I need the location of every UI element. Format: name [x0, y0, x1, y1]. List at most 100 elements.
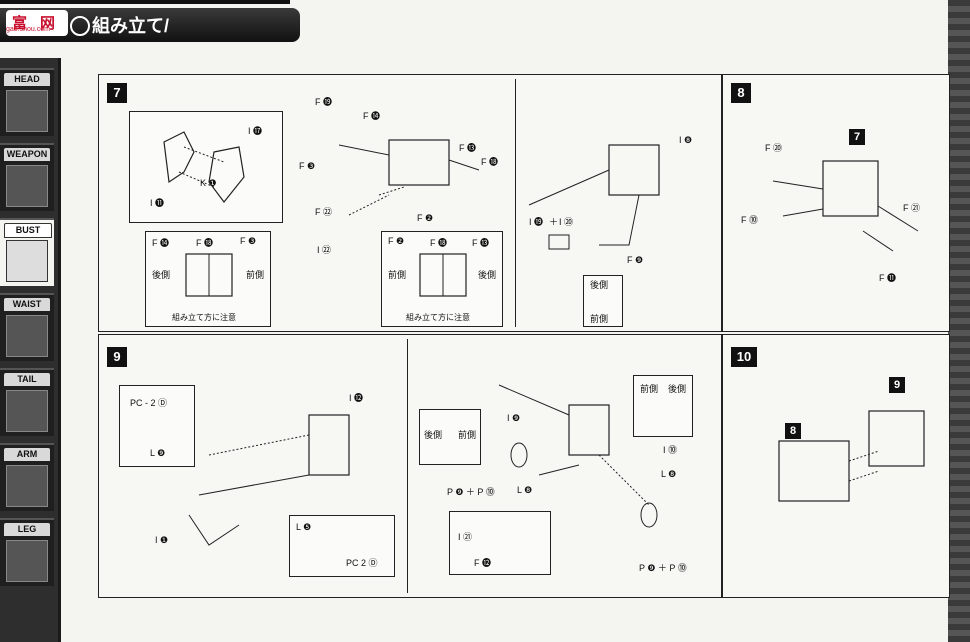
tab-weapon[interactable]: WEAPON [0, 143, 54, 211]
part-label: L ❺ [296, 522, 312, 532]
tab-label: ARM [4, 448, 50, 461]
top-rule [0, 0, 290, 4]
step-9-panel: 9 PC - 2 Ⓓ L ❾ I ⓬ I ❶ L ❺ PC 2 Ⓓ I ❾ 後側… [98, 334, 722, 598]
part-label: K ❶ [200, 178, 217, 188]
part-label: I ⓬ [349, 393, 364, 403]
divider [407, 339, 408, 593]
orientation-inset-2: 前側 後側 [633, 375, 693, 437]
part-label: F ⑳ [765, 143, 782, 153]
callout-claws: I ㉑ F ⓬ [449, 511, 551, 575]
part-label: P ❾ ＋ P ⓾ [639, 563, 687, 573]
tab-waist[interactable]: WAIST [0, 293, 54, 361]
tab-label: BUST [4, 223, 52, 238]
arm-thumb-icon [6, 465, 48, 507]
orientation-label: 後側 [590, 280, 609, 290]
tab-tail[interactable]: TAIL [0, 368, 54, 436]
part-label: PC 2 Ⓓ [346, 558, 378, 568]
torso-assembly-drawing [528, 144, 660, 250]
logo-subtext: gao.shou.com [6, 26, 50, 33]
orientation-label: 前側 [388, 270, 407, 280]
orientation-inset: 後側 前側 [419, 409, 481, 465]
orientation-label: 後側 [668, 384, 687, 394]
orientation-label: 前側 [458, 430, 477, 440]
part-label: F ㉑ [903, 203, 920, 213]
part-label: F ❸ [240, 236, 257, 246]
step-number: 7 [107, 83, 127, 103]
divider [515, 79, 516, 327]
orientation-inset: 後側 前側 [583, 275, 623, 327]
leg-thumb-icon [6, 540, 48, 582]
part-label: F ㉒ [315, 207, 332, 217]
part-label: F ❷ [417, 213, 434, 223]
part-label: F ❸ [299, 161, 316, 171]
spiral-icon [70, 16, 90, 36]
part-label: I ⓫ [150, 198, 165, 208]
step-10-drawing [778, 410, 925, 502]
bust-thumb-icon [6, 240, 48, 282]
part-label: F ⓭ [459, 143, 476, 153]
orientation-label: 後側 [424, 430, 443, 440]
part-label: F ⓲ [430, 238, 447, 248]
part-label: I ❽ [679, 135, 693, 145]
part-label: F ⓲ [196, 238, 213, 248]
step-10-panel: 10 9 8 [722, 334, 950, 598]
detail-a: F ⓮ F ⓲ F ❸ 後側 前側 組み立て方に注意 [145, 231, 271, 327]
callout-pc: PC - 2 Ⓓ L ❾ [119, 385, 195, 467]
part-label: I ⓾ [663, 445, 678, 455]
tab-arm[interactable]: ARM [0, 443, 54, 511]
plus-sign: ＋ [549, 217, 559, 227]
site-logo: 富 网 [6, 10, 68, 36]
tail-thumb-icon [6, 390, 48, 432]
detail-b: F ❷ F ⓲ F ⓭ 前側 後側 組み立て方に注意 [381, 231, 503, 327]
tab-bust[interactable]: BUST [0, 218, 54, 286]
weapon-thumb-icon [6, 165, 48, 207]
orientation-label: 前側 [246, 270, 265, 280]
part-label: F ⓬ [474, 558, 491, 568]
callout-left: I ⓱ K ❶ I ⓫ [129, 111, 283, 223]
part-label: F ⓭ [472, 238, 489, 248]
tab-label: TAIL [4, 373, 50, 386]
torso-exploded-drawing [338, 139, 480, 216]
callout-pc2: L ❺ PC 2 Ⓓ [289, 515, 395, 577]
orientation-label: 前側 [640, 384, 659, 394]
orientation-label: 後側 [152, 270, 171, 280]
part-label: L ❽ [661, 469, 677, 479]
reference-step-badge: 7 [849, 129, 865, 145]
tab-leg[interactable]: LEG [0, 518, 54, 586]
step-number: 8 [731, 83, 751, 103]
part-label: I ⑳ [559, 217, 574, 227]
tab-label: LEG [4, 523, 50, 536]
reference-step-badge: 8 [785, 423, 801, 439]
part-label: F ⓫ [879, 273, 896, 283]
step-7-panel: 7 I ⓱ K ❶ I ⓫ F ⓳ F ⓮ F ❸ F ⓭ F ⓲ F ㉒ I … [98, 74, 722, 332]
part-label: I ❶ [155, 535, 169, 545]
orientation-drawing [185, 253, 233, 297]
part-label: I ⓳ [529, 217, 544, 227]
logo-text-2: 网 [40, 15, 56, 32]
part-label: P ❾ ＋ P ⓾ [447, 487, 495, 497]
step-number: 10 [731, 347, 757, 367]
sidebar: HEAD WEAPON BUST WAIST TAIL ARM LEG [0, 58, 61, 642]
part-label: PC - 2 Ⓓ [130, 398, 168, 408]
tab-head[interactable]: HEAD [0, 68, 54, 136]
part-label: F ❷ [388, 236, 405, 246]
reference-step-badge: 9 [889, 377, 905, 393]
step-number: 9 [107, 347, 127, 367]
tab-label: HEAD [4, 73, 50, 86]
part-label: F ⓮ [152, 238, 169, 248]
frame-drawing [163, 131, 245, 203]
part-label: L ❾ [150, 448, 166, 458]
logo-text: 富 [12, 15, 28, 32]
part-label: I ⓱ [248, 126, 263, 136]
part-label: F ⓲ [481, 157, 498, 167]
page-title: 組み立て/ [92, 16, 170, 36]
step-8-panel: 8 F ⑳ 7 F ⓾ F ㉑ F ⓫ [722, 74, 950, 332]
caption: 組み立て方に注意 [406, 313, 470, 322]
caption: 組み立て方に注意 [172, 313, 236, 322]
head-thumb-icon [6, 90, 48, 132]
hip-frame-drawing [188, 414, 350, 546]
tab-label: WEAPON [4, 148, 50, 161]
waist-thumb-icon [6, 315, 48, 357]
orientation-drawing [419, 253, 467, 297]
step-8-drawing [772, 160, 919, 252]
